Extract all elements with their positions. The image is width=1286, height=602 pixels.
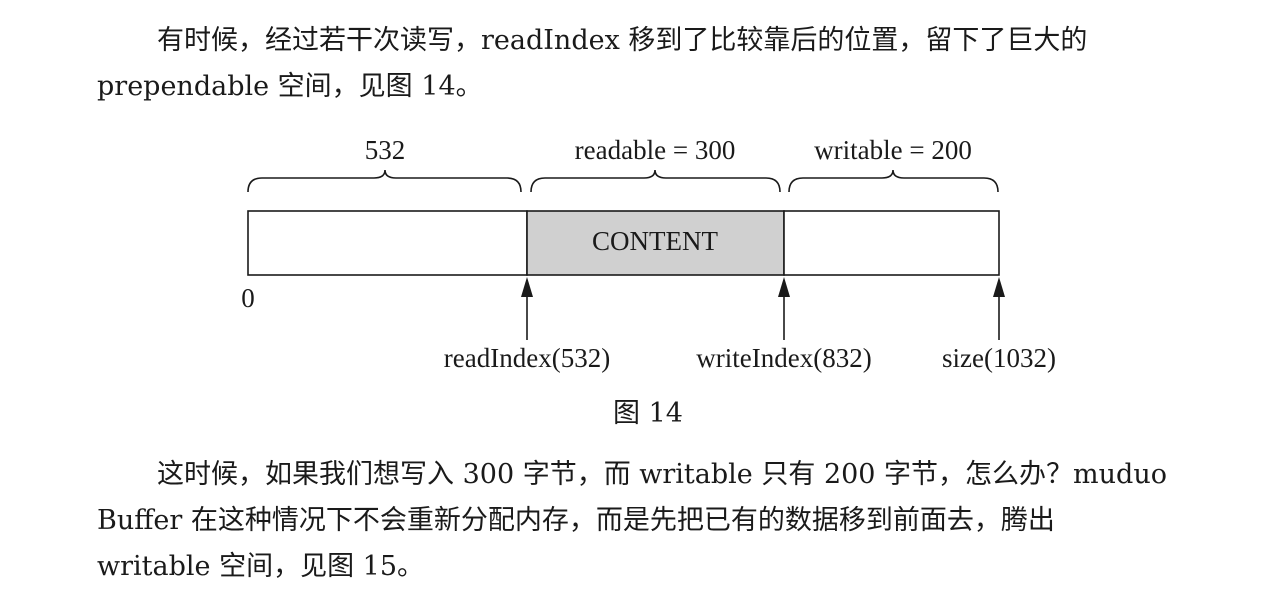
paragraph-line: prependable 空间，见图 14。 bbox=[97, 71, 483, 102]
size-label: size(1032) bbox=[942, 343, 1056, 373]
content-region bbox=[526, 210, 785, 276]
paragraph-top: 有时候，经过若干次读写，readIndex 移到了比较靠后的位置，留下了巨大的 … bbox=[97, 18, 1197, 110]
zero-label: 0 bbox=[241, 283, 255, 313]
brace-prepend-label: 532 bbox=[365, 135, 406, 165]
prependable-region bbox=[247, 210, 528, 276]
figure-caption: 图 14 bbox=[613, 398, 683, 429]
content-label: CONTENT bbox=[592, 226, 718, 256]
write-index-arrow bbox=[778, 277, 790, 340]
brace-prepend bbox=[247, 169, 522, 193]
read-index-arrow bbox=[521, 277, 533, 340]
buffer-diagram: 532 readable = 300 writable = 200 CONTEN… bbox=[0, 130, 1286, 405]
writable-region bbox=[783, 210, 1000, 276]
paragraph-line: 有时候，经过若干次读写，readIndex 移到了比较靠后的位置，留下了巨大的 bbox=[157, 25, 1088, 56]
brace-writable-label: writable = 200 bbox=[814, 135, 972, 165]
brace-readable bbox=[530, 169, 781, 193]
read-index-label: readIndex(532) bbox=[444, 343, 610, 373]
paragraph-line: 这时候，如果我们想写入 300 字节，而 writable 只有 200 字节，… bbox=[157, 459, 1167, 490]
size-arrow bbox=[993, 277, 1005, 340]
brace-readable-label: readable = 300 bbox=[575, 135, 736, 165]
write-index-label: writeIndex(832) bbox=[696, 343, 871, 373]
brace-writable bbox=[788, 169, 999, 193]
paragraph-line: Buffer 在这种情况下不会重新分配内存，而是先把已有的数据移到前面去，腾出 bbox=[97, 505, 1055, 536]
paragraph-bottom: 这时候，如果我们想写入 300 字节，而 writable 只有 200 字节，… bbox=[97, 452, 1197, 590]
paragraph-line: writable 空间，见图 15。 bbox=[97, 551, 425, 582]
